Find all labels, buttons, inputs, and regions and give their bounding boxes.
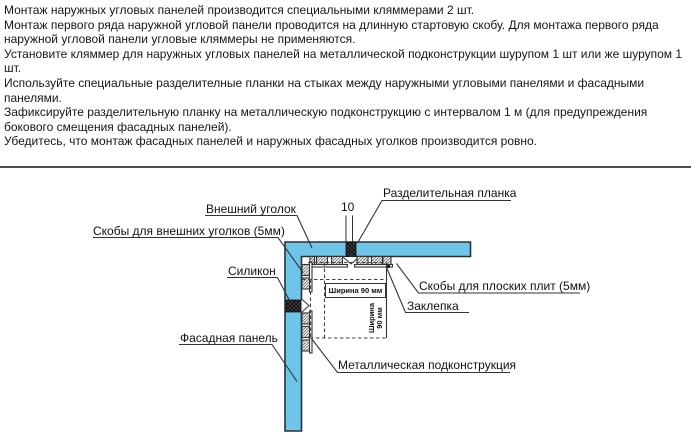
instruction-line: Монтаж первого ряда наружной угловой пан… <box>4 17 659 32</box>
instruction-line: бокового смещения фасадных панелей). <box>4 119 232 134</box>
instruction-line: Установите кляммер для наружных угловых … <box>4 46 683 61</box>
instruction-line: Используйте специальные разделителные пл… <box>4 75 645 90</box>
instruction-line: наружной угловой панели угловые кляммеры… <box>4 32 356 47</box>
separator-line <box>0 166 691 168</box>
instruction-line: Зафиксируйте разделительную планку на ме… <box>4 105 648 120</box>
silicone-seam-shape <box>285 298 310 313</box>
instruction-line: Монтаж наружных угловых панелей производ… <box>4 3 475 17</box>
instruction-line: шт. <box>4 61 22 76</box>
dimension-lines <box>345 215 353 242</box>
substructure-dashed-lines <box>302 261 387 339</box>
leader-lines <box>93 199 580 382</box>
label-silicone: Силикон <box>228 264 276 278</box>
facade-panel-shape <box>284 241 472 432</box>
corner-mounting-diagram <box>93 199 580 432</box>
label-flat-plate-clips: Скобы для плоских плит (5мм) <box>419 279 591 293</box>
label-outer-corner-clips: Скобы для внешних уголков (5мм) <box>93 224 285 238</box>
rivet-dot <box>386 264 391 269</box>
label-metal-substructure: Металлическая подконструкция <box>338 358 517 372</box>
label-rivet: Заклепка <box>407 299 459 313</box>
flat-plate-clips-shape <box>305 255 394 269</box>
instructions-text: Монтаж наружных угловых панелей производ… <box>4 3 691 149</box>
label-divider-strip: Разделительная планка <box>383 186 517 200</box>
label-width-90mm-vertical-line2: 90 мм <box>375 307 384 329</box>
label-outer-corner: Внешний уголок <box>206 202 296 216</box>
label-width-90mm-horizontal: Ширина 90 мм <box>325 283 386 298</box>
label-width-90mm-vertical: Ширина 90 мм <box>365 299 387 337</box>
label-gap-dimension: 10 <box>341 200 355 214</box>
divider-strip-shape <box>342 241 360 265</box>
instruction-line: Убедитесь, что монтаж фасадных панелей и… <box>4 134 538 149</box>
instruction-line: панелями. <box>4 90 62 105</box>
label-facade-panel: Фасадная панель <box>180 331 278 345</box>
